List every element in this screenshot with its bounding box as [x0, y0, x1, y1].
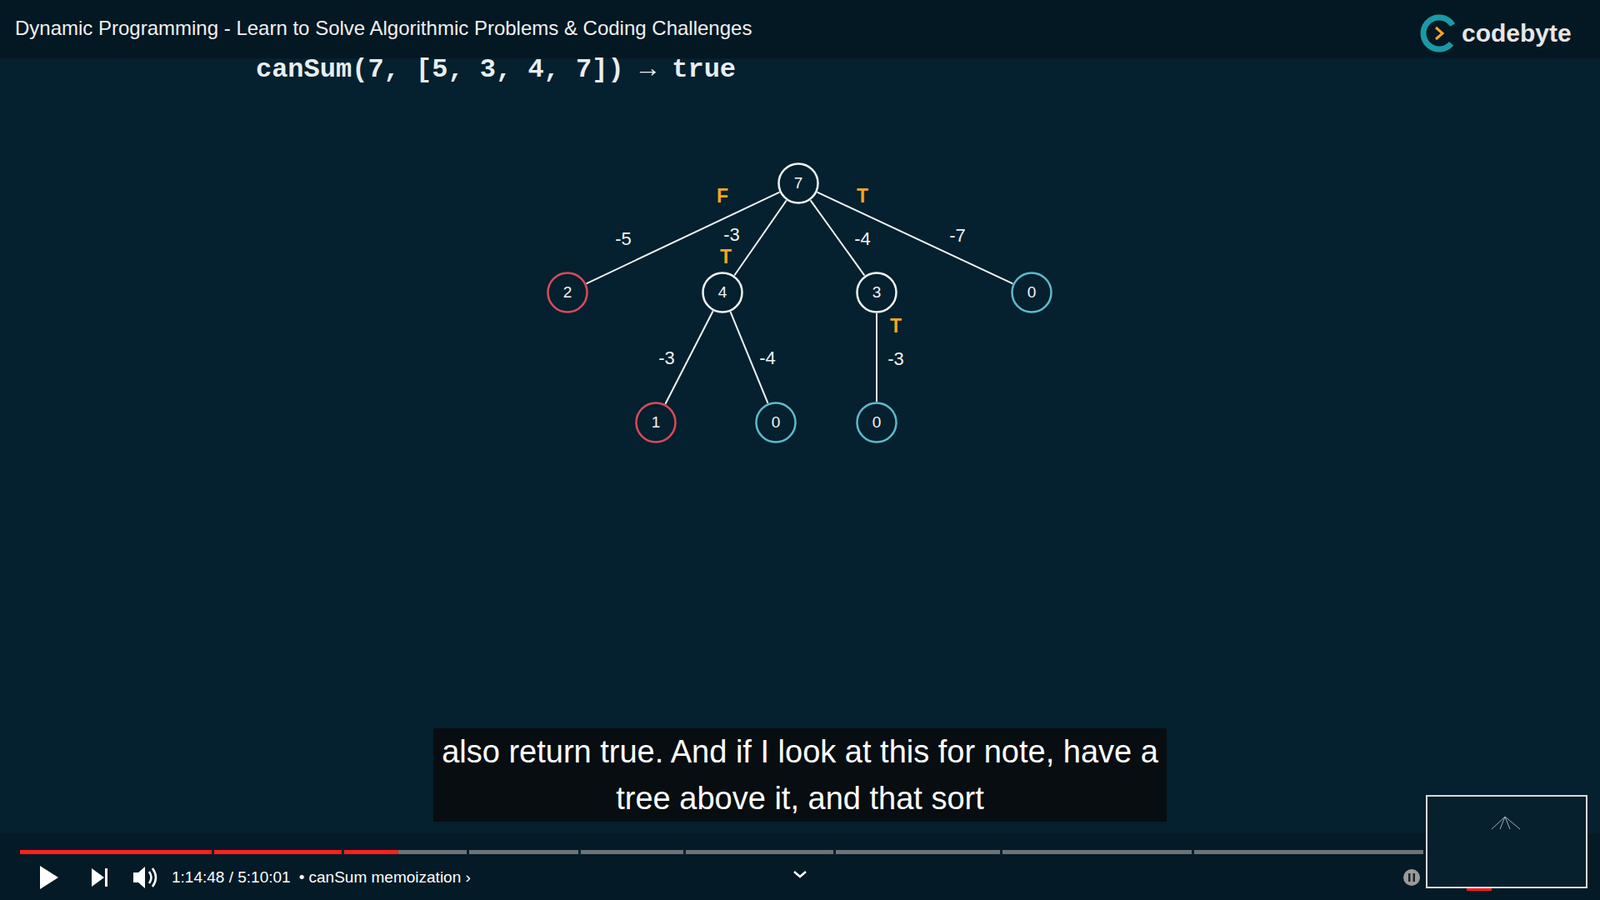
edge-label: -5 — [612, 228, 635, 250]
node-circle — [857, 273, 897, 313]
tree-node: 0 — [755, 401, 797, 444]
result-marker: T — [890, 315, 902, 338]
edge-label: -4 — [756, 347, 779, 370]
node-circle — [636, 403, 676, 443]
chapter-gap — [683, 849, 686, 855]
node-value: 4 — [718, 283, 728, 302]
progress-played — [20, 850, 399, 855]
next-icon — [91, 868, 105, 887]
play-icon — [40, 865, 59, 890]
result-marker: F — [716, 185, 729, 208]
tree-node: 0 — [855, 401, 898, 444]
chapter-title: • canSum memoization › — [299, 868, 471, 887]
edge-label: -3 — [655, 347, 678, 370]
channel-logo: codebyte — [1461, 19, 1572, 48]
node-circle — [548, 273, 588, 313]
tree-node: 4 — [701, 271, 744, 314]
pause-button — [1403, 869, 1420, 886]
chapter-gap — [466, 849, 470, 855]
node-circle — [756, 403, 796, 443]
tree-edge — [586, 192, 780, 285]
edge-label: -3 — [885, 348, 907, 370]
edge-label: -4 — [851, 228, 874, 250]
tree-node: 2 — [546, 271, 589, 314]
node-value: 0 — [1027, 283, 1037, 302]
chapter-gap — [211, 849, 215, 855]
node-circle — [1012, 273, 1052, 313]
chapter-gap — [1000, 849, 1003, 855]
edge-label: -7 — [946, 225, 969, 247]
tree-node: 0 — [1010, 271, 1053, 314]
time-display: 1:14:48 / 5:10:01 — [171, 868, 291, 887]
node-value: 3 — [872, 283, 882, 302]
edge-label: -3 — [720, 224, 743, 246]
video-title: Dynamic Programming - Learn to Solve Alg… — [15, 16, 752, 40]
volume-waves — [149, 868, 156, 887]
node-circle — [703, 273, 743, 313]
preview-thumbnail — [1426, 795, 1587, 888]
progress-track — [20, 850, 1424, 855]
tree-node: 7 — [777, 162, 820, 205]
tree-edge — [817, 192, 1014, 285]
chapter-gap — [1191, 849, 1195, 855]
tree-node: 1 — [635, 401, 677, 444]
tree-edge — [875, 313, 878, 402]
thumbnail-tree — [1491, 816, 1520, 830]
chapter-gap — [833, 849, 836, 855]
node-circle — [779, 164, 819, 204]
chevron-down — [794, 871, 806, 877]
node-value: 1 — [651, 413, 661, 432]
bottom-shade — [0, 833, 1600, 900]
function-call: canSum(7, [5, 3, 4, 7]) → true — [255, 54, 736, 85]
logo-ring — [1416, 10, 1462, 56]
result-marker: T — [856, 185, 869, 208]
volume-icon — [133, 866, 145, 889]
pause-bar — [1413, 873, 1416, 882]
pause-bar — [1408, 873, 1411, 882]
top-shade — [0, 0, 1600, 59]
chapter-gap — [578, 849, 581, 855]
node-value: 7 — [794, 174, 804, 193]
next-icon-bar — [105, 868, 108, 887]
node-value: 0 — [872, 413, 882, 432]
node-circle — [857, 403, 897, 443]
node-value: 0 — [771, 413, 781, 432]
logo-chevron — [1435, 27, 1443, 40]
thumbnail-progress — [1466, 888, 1492, 891]
tree-node: 3 — [855, 271, 898, 314]
chapter-gap — [341, 849, 345, 855]
node-value: 2 — [563, 283, 573, 302]
result-marker: T — [720, 245, 732, 269]
subtitle: also return true. And if I look at this … — [433, 728, 1167, 822]
